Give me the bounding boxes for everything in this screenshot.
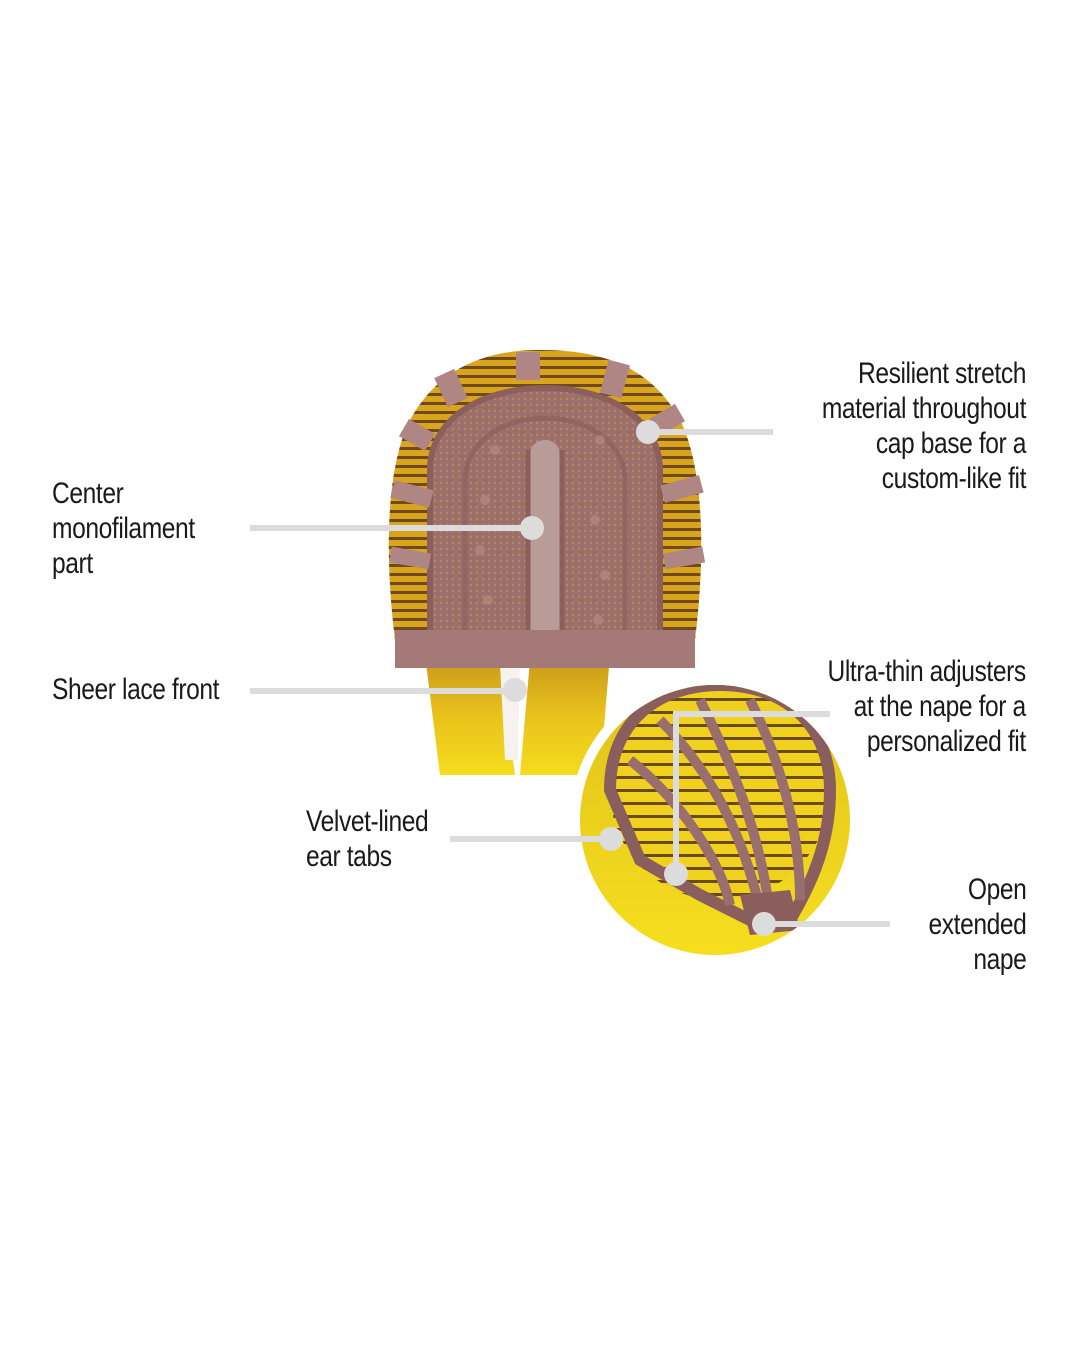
callout-line: Velvet-lined <box>306 805 429 838</box>
callout-line: Open <box>967 873 1026 906</box>
callout-velvet-lined-ear-tabs: Velvet-lined ear tabs <box>306 804 429 874</box>
callout-line: material throughout <box>821 392 1027 425</box>
callout-center-monofilament-part: Center monofilament part <box>52 476 195 581</box>
callout-line: extended <box>928 908 1026 941</box>
callout-line: custom-like fit <box>881 462 1027 495</box>
connectors <box>250 420 890 936</box>
callout-resilient-stretch: Resilient stretch material throughout ca… <box>821 356 1027 496</box>
main-cap <box>388 350 706 668</box>
callout-line: personalized fit <box>867 725 1026 758</box>
callout-ultra-thin-adjusters: Ultra-thin adjusters at the nape for a p… <box>827 654 1027 759</box>
callout-line: Center <box>52 477 124 510</box>
callout-line: Ultra-thin adjusters <box>827 655 1027 688</box>
callout-line: Resilient stretch <box>857 357 1026 390</box>
callout-line: monofilament <box>52 512 195 545</box>
callout-line: cap base for a <box>875 427 1027 460</box>
callout-line: part <box>52 547 93 580</box>
callout-sheer-lace-front: Sheer lace front <box>52 672 220 707</box>
main-cap-hair <box>425 655 610 775</box>
callout-line: at the nape for a <box>853 690 1027 723</box>
callout-line: ear tabs <box>306 840 392 873</box>
callout-open-extended-nape: Open extended nape <box>928 872 1026 977</box>
inset-cap <box>580 685 850 955</box>
callout-line: nape <box>972 943 1027 976</box>
callout-line: Sheer lace front <box>52 673 220 706</box>
